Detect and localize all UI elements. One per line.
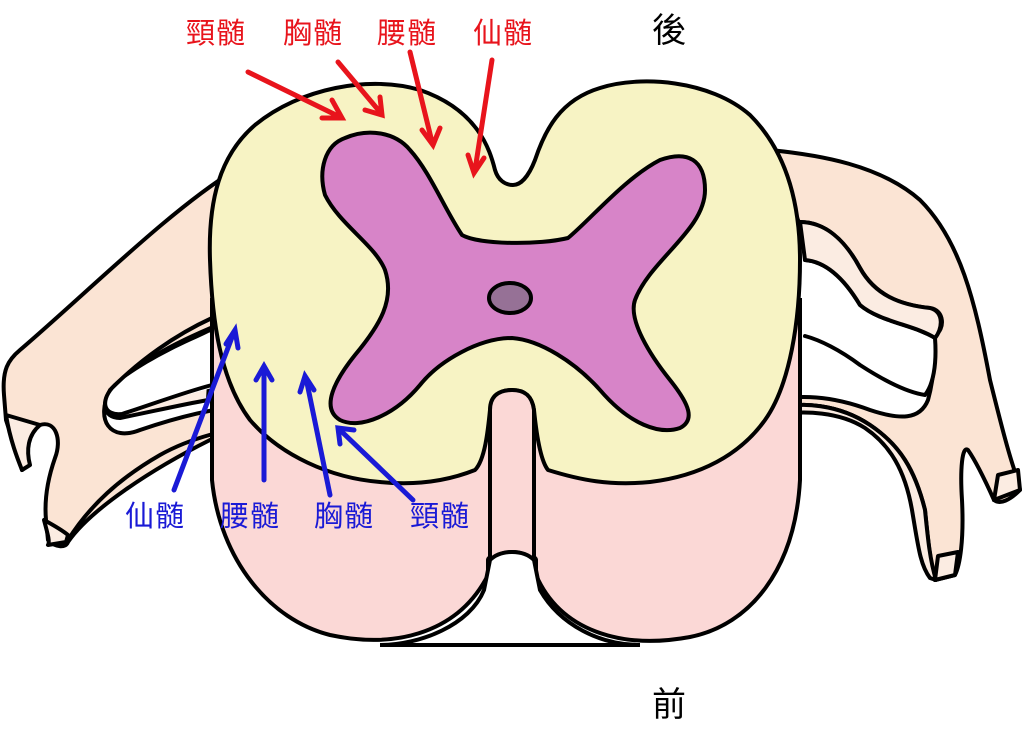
anterior-label-lumbar: 腰髄 — [220, 499, 281, 533]
posterior-label-lumbar: 腰髄 — [377, 16, 438, 50]
anterior-label-thoracic: 胸髄 — [314, 499, 375, 533]
spinal-cord-body — [207, 79, 802, 743]
posterior-label-cervical: 頸髄 — [186, 16, 247, 50]
posterior-direction-label: 後 — [652, 11, 686, 51]
posterior-arrows — [245, 49, 495, 179]
right-nerve-roots — [768, 148, 1022, 582]
anterior-label-sacral: 仙髄 — [125, 499, 186, 533]
anterior-arrows — [171, 323, 416, 503]
anterior-label-cervical: 頸髄 — [410, 499, 471, 533]
posterior-label-sacral: 仙髄 — [473, 16, 534, 50]
anterior-direction-label: 前 — [652, 685, 686, 725]
central-canal — [487, 281, 533, 315]
posterior-label-thoracic: 胸髄 — [283, 16, 344, 50]
